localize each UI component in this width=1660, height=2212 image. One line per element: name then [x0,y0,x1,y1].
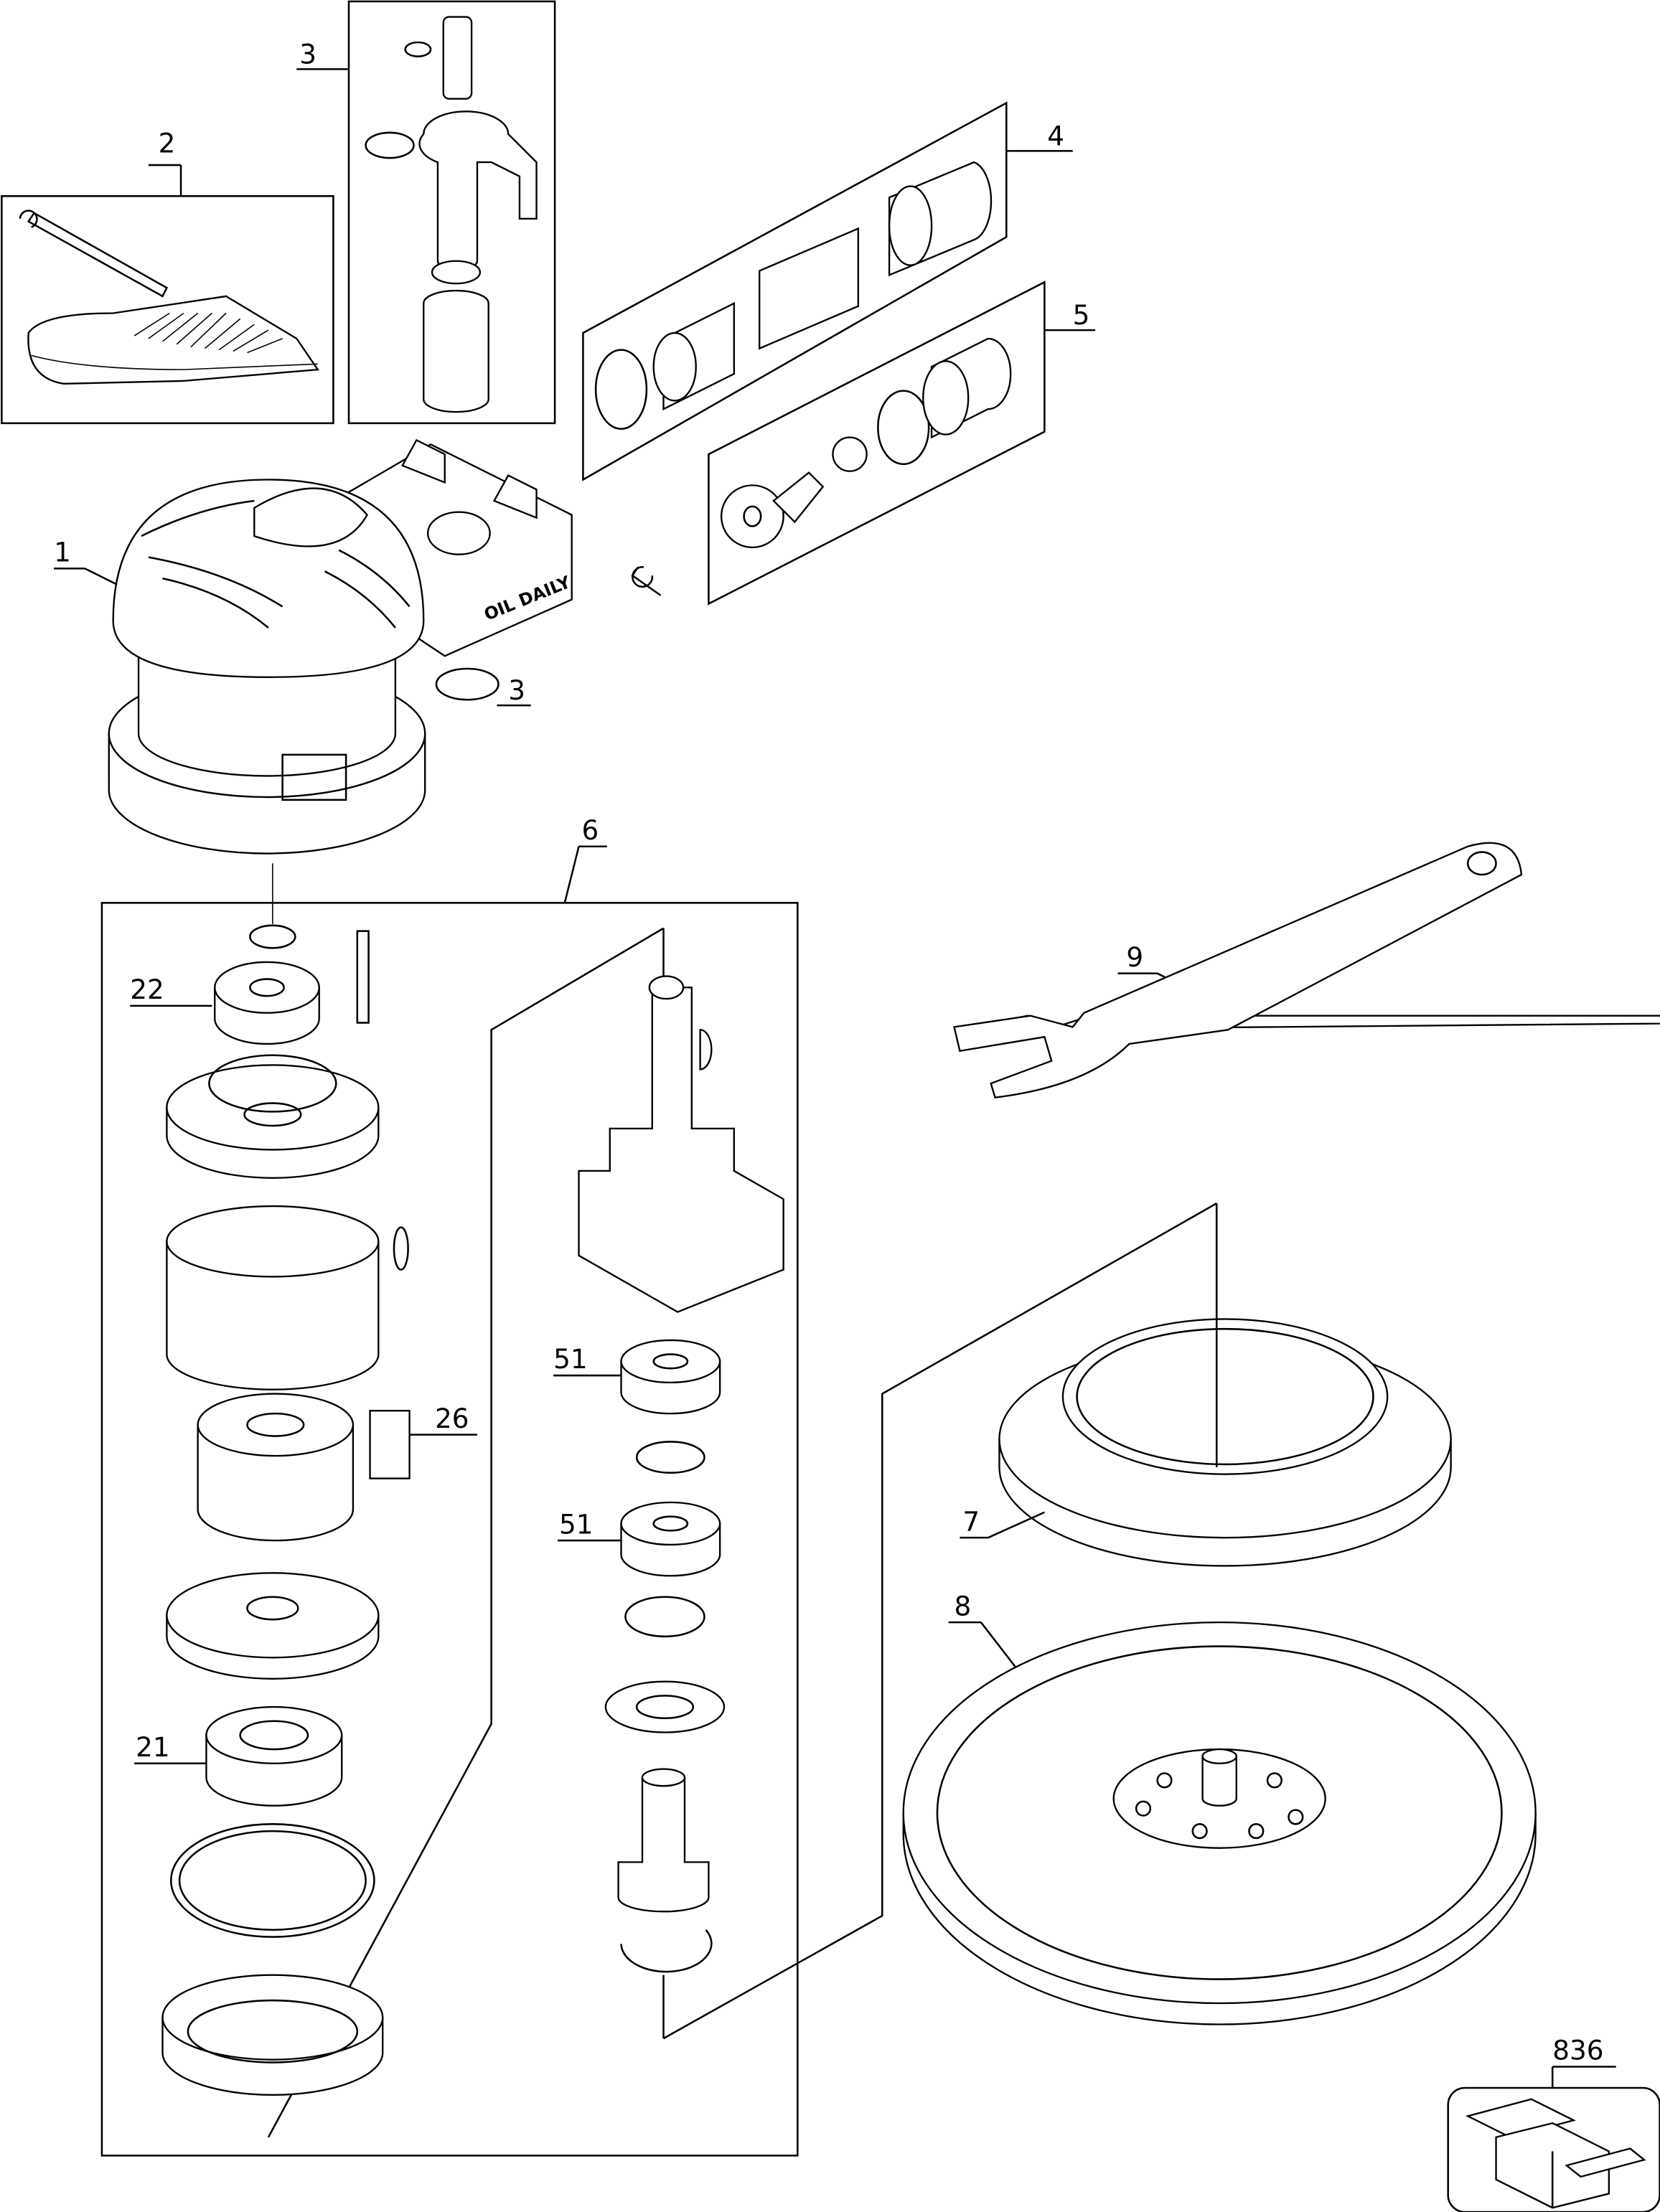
callout-836: 836 [1552,2035,1603,2066]
throttle-lever-icon [27,295,319,385]
part-7-8-group: 7 8 [662,1203,1537,2040]
part-6-box [100,902,799,2157]
callout-9: 9 [1126,941,1143,973]
part-9-wrench: 9 [953,842,1660,1098]
callout-7: 7 [962,1505,980,1537]
part-5-group: 5 [631,281,1096,606]
callout-51-upper: 51 [553,1343,588,1375]
part-3-group: 3 [296,0,556,425]
part-4-group: 4 [582,101,1073,481]
callout-51-lower: 51 [559,1508,594,1540]
callout-5: 5 [1073,299,1090,331]
part-2-group: 2 [1,127,334,425]
callout-2: 2 [159,127,176,159]
callout-26: 26 [435,1403,469,1434]
callout-4: 4 [1047,121,1064,152]
part-6-group: 6 22 26 21 51 51 [100,814,799,2157]
callout-21: 21 [136,1731,170,1763]
part-3-box [347,0,556,425]
callout-3-lower: 3 [508,674,525,706]
callout-3-top: 3 [299,38,316,70]
part-4-box [582,101,1008,481]
callout-8: 8 [955,1590,972,1622]
part-2-box [1,195,334,425]
part-1-body: 1 OIL DAILY 3 [54,438,574,924]
callout-22: 22 [130,974,164,1005]
callout-1: 1 [54,537,71,568]
part-5-box [708,281,1046,606]
part-836-toolbox: 836 [1447,2035,1660,2212]
lever-pin-icon [19,210,169,298]
callout-6: 6 [581,814,599,846]
